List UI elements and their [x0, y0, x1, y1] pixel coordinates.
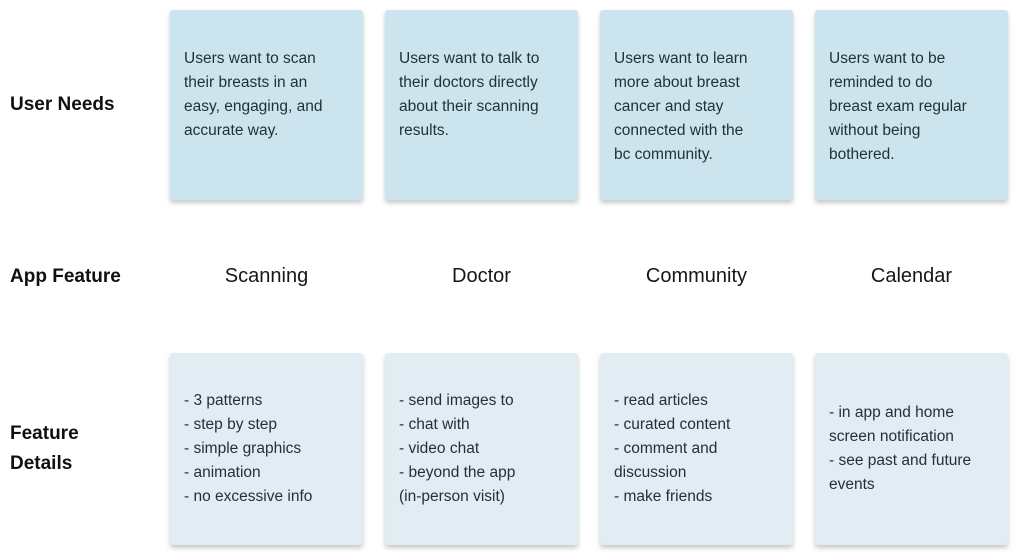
feature-details-card-doctor: - send images to - chat with - video cha…	[385, 353, 578, 545]
user-need-card-calendar: Users want to be reminded to do breast e…	[815, 10, 1008, 200]
row-label-feature-details: Feature Details	[10, 423, 79, 474]
feature-details-text: - 3 patterns - step by step - simple gra…	[184, 392, 313, 505]
feature-details-text: - read articles - curated content - comm…	[614, 392, 731, 505]
feature-details-card-calendar: - in app and home screen notification - …	[815, 353, 1008, 545]
feature-details-text: - in app and home screen notification - …	[829, 404, 972, 493]
user-need-text: Users want to talk to their doctors dire…	[399, 50, 540, 139]
feature-details-card-community: - read articles - curated content - comm…	[600, 353, 793, 545]
feature-name-scanning: Scanning	[224, 265, 309, 287]
row-label-user-needs: User Needs	[10, 94, 115, 115]
user-need-card-doctor: Users want to talk to their doctors dire…	[385, 10, 578, 200]
feature-details-text: - send images to - chat with - video cha…	[399, 392, 516, 505]
user-need-card-community: Users want to learn more about breast ca…	[600, 10, 793, 200]
feature-name-calendar: Calendar	[870, 265, 953, 287]
user-need-card-scanning: Users want to scan their breasts in an e…	[170, 10, 363, 200]
user-need-text: Users want to be reminded to do breast e…	[829, 50, 967, 163]
feature-details-card-scanning: - 3 patterns - step by step - simple gra…	[170, 353, 363, 545]
row-label-app-feature: App Feature	[10, 265, 121, 287]
feature-name-doctor: Doctor	[452, 265, 511, 287]
user-need-text: Users want to learn more about breast ca…	[614, 50, 748, 163]
feature-name-community: Community	[645, 265, 748, 287]
feature-mapping-board: User Needs Users want to scan their brea…	[10, 10, 1008, 545]
user-need-text: Users want to scan their breasts in an e…	[184, 50, 323, 139]
